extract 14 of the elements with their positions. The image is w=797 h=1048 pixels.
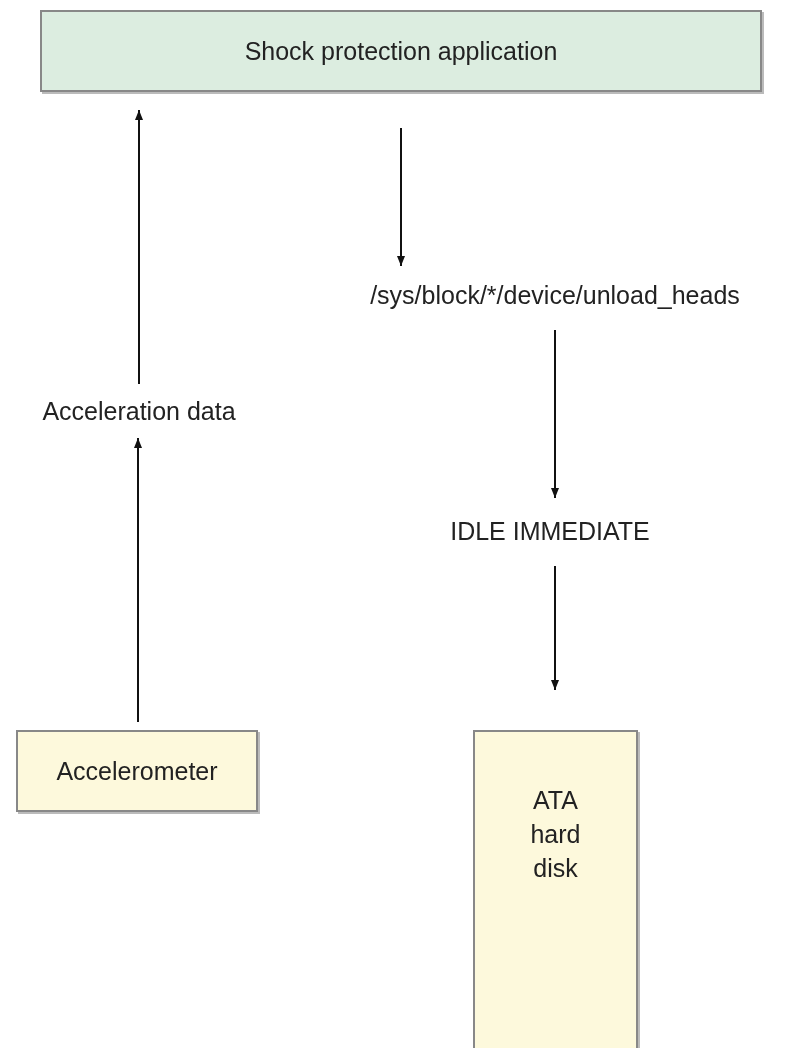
arrow [551,565,559,691]
arrow [135,109,143,385]
node-text: Acceleration data [42,396,236,426]
node-text: Accelerometer [56,756,218,786]
node-text: Shock protection application [244,36,558,66]
node-text: ATA hard disk [529,785,582,884]
process-box [16,730,258,812]
arrow [551,329,559,499]
node-text: IDLE IMMEDIATE [450,516,650,546]
arrow [397,127,405,267]
node-text: /sys/block/*/device/unload_heads [370,280,740,310]
process-box [473,730,638,1048]
process-box [40,10,762,92]
arrow [134,437,142,723]
